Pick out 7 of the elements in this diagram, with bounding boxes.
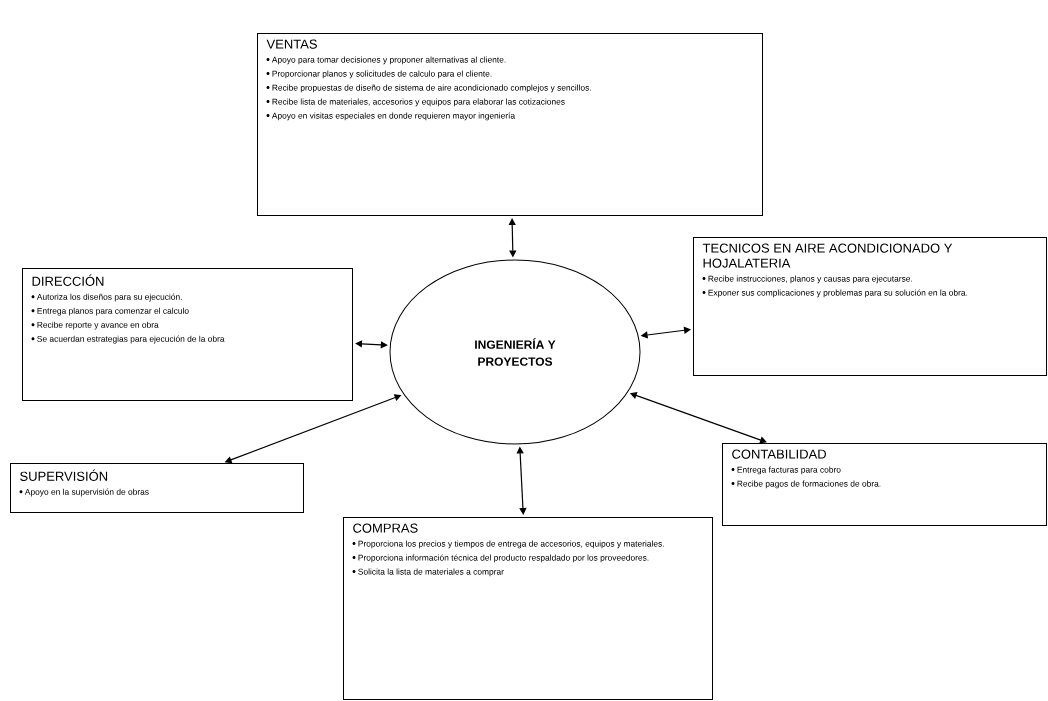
info-box: CONTABILIDAD Entrega facturas para cobro Recibe pagos de formaciones de obra. xyxy=(722,443,1047,526)
info-box: SUPERVISIÓN Apoyo en la supervisión de obras xyxy=(10,463,304,513)
info-box: COMPRAS Proporciona los precios y tiempos de entrega de accesorios, equipos y materiales. Proporciona información técnica del producto respaldado por los proveedores. Solicita la lista de materiales a comprar xyxy=(343,517,713,700)
info-box: VENTAS Apoyo para tomar decisiones y proponer alternativas al cliente. Proporcionar planos y solicitudes de calculo para el cliente. Recibe propuestas de diseño de sistema de aire acondicionado complejos y sencillos. Recibe lista de materiales, accesorios y equipos para elaborar las cotizaciones Apoyo en visitas especiales en donde requieren mayor ingeniería xyxy=(257,33,763,216)
arrow xyxy=(355,340,388,349)
info-box: DIRECCIÓN Autoriza los diseños para su ejecución. Entrega planos para comenzar el calculo Recibe reporte y avance en obra Se acuerdan estrategias para ejecución de la obra xyxy=(22,268,353,401)
info-box: TECNICOS EN AIRE ACONDICIONADO Y HOJALATERIA Recibe instrucciones, planos y causas para ejecutarse. Exponer sus complicaciones y problemas para su solución en la obra. xyxy=(693,237,1047,376)
